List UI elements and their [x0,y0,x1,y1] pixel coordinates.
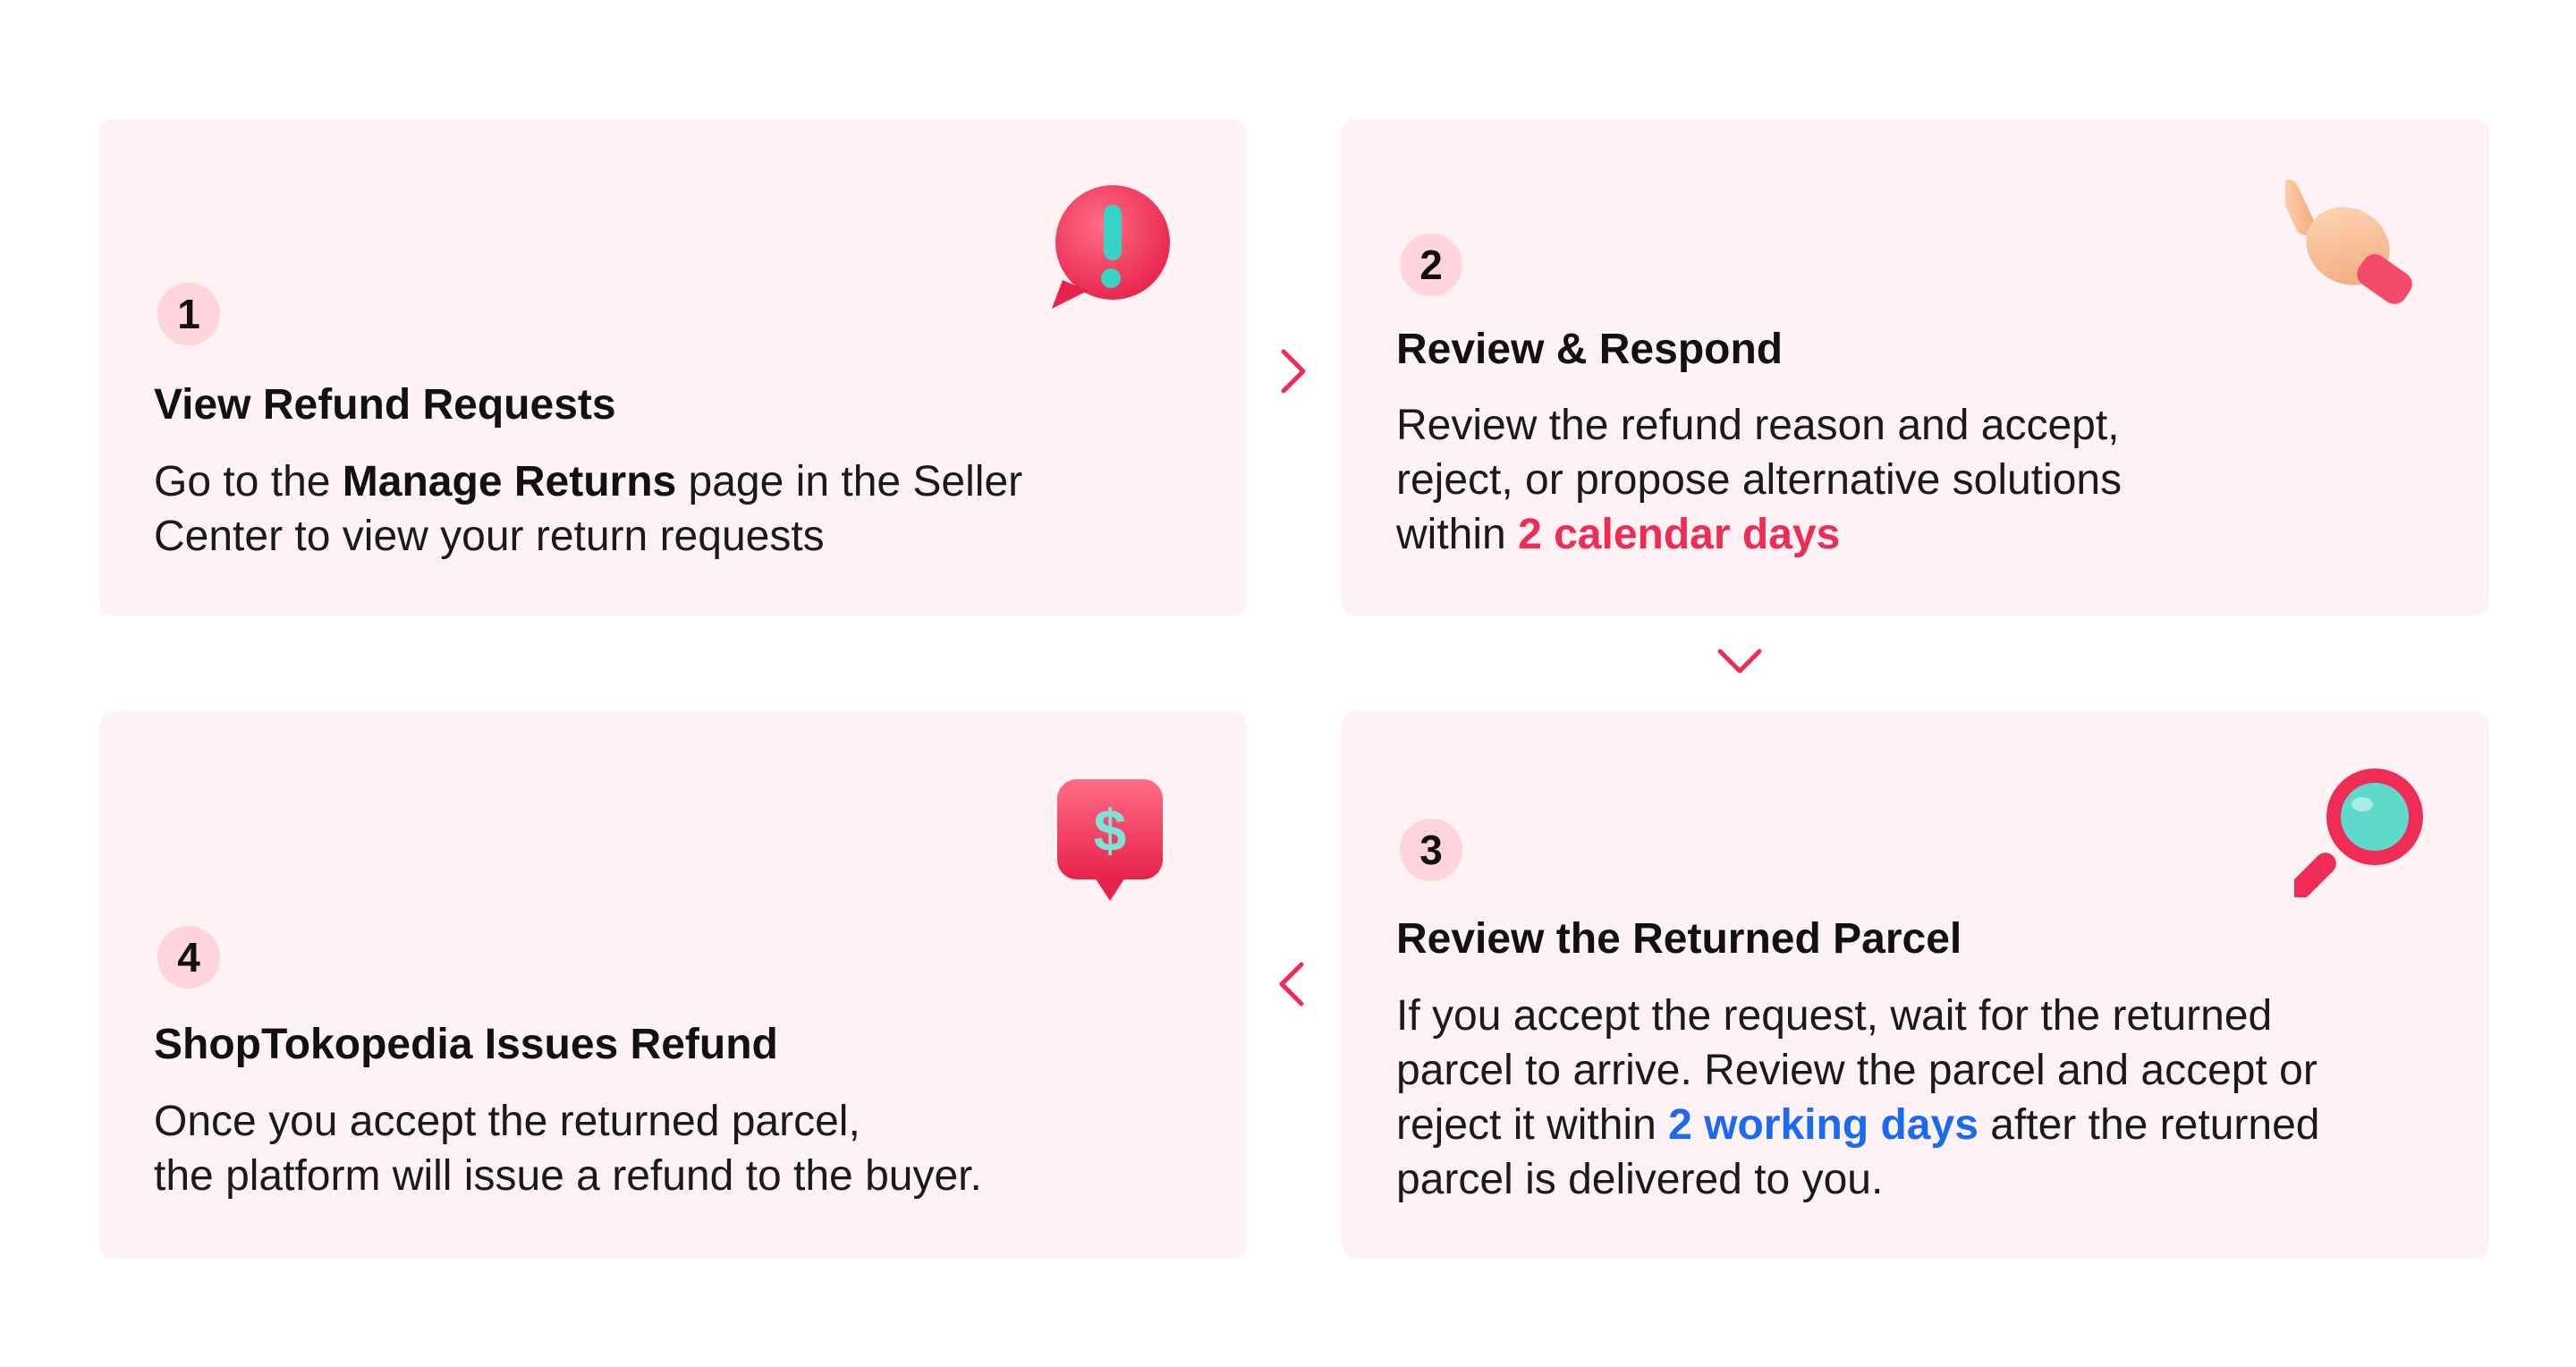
step-description: If you accept the request, wait for the … [1396,992,2320,1203]
step-number-badge: 1 [157,283,220,345]
step-title: Review the Returned Parcel [1396,915,1962,963]
exclamation-speech-bubble-icon [1052,185,1170,309]
magnifying-glass-icon [2294,768,2423,897]
step-card-3: 3 Review the Returned Parcel If you acce… [1342,711,2489,1259]
manage-returns-emphasis: Manage Returns [342,458,677,505]
chevron-left-icon [1279,962,1304,1006]
step-description: Review the refund reason and accept, rej… [1396,402,2123,558]
step-number-badge: 4 [157,926,220,989]
deadline-highlight: 2 calendar days [1518,511,1841,558]
step-description: Once you accept the returned parcel, the… [154,1098,982,1200]
dollar-speech-bubble-icon: $ [1057,779,1163,901]
step-number-badge: 2 [1400,233,1462,296]
step-title: View Refund Requests [154,381,616,429]
step-card-4: $ 4 ShopTokopedia Issues Refund Once you… [99,711,1247,1259]
step-card-1: 1 View Refund Requests Go to the Manage … [99,119,1247,616]
step-number-badge: 3 [1400,819,1462,881]
svg-text:$: $ [1094,797,1127,863]
step-card-2: 2 Review & Respond Review the refund rea… [1342,119,2489,616]
step-description: Go to the Manage Returns page in the Sel… [154,458,1023,560]
step-title: ShopTokopedia Issues Refund [154,1021,778,1068]
pointing-hand-icon [2285,180,2412,304]
chevron-right-icon [1281,349,1306,394]
deadline-highlight: 2 working days [1668,1101,1979,1149]
step-title: Review & Respond [1396,326,1784,373]
chevron-down-icon [1717,649,1762,674]
